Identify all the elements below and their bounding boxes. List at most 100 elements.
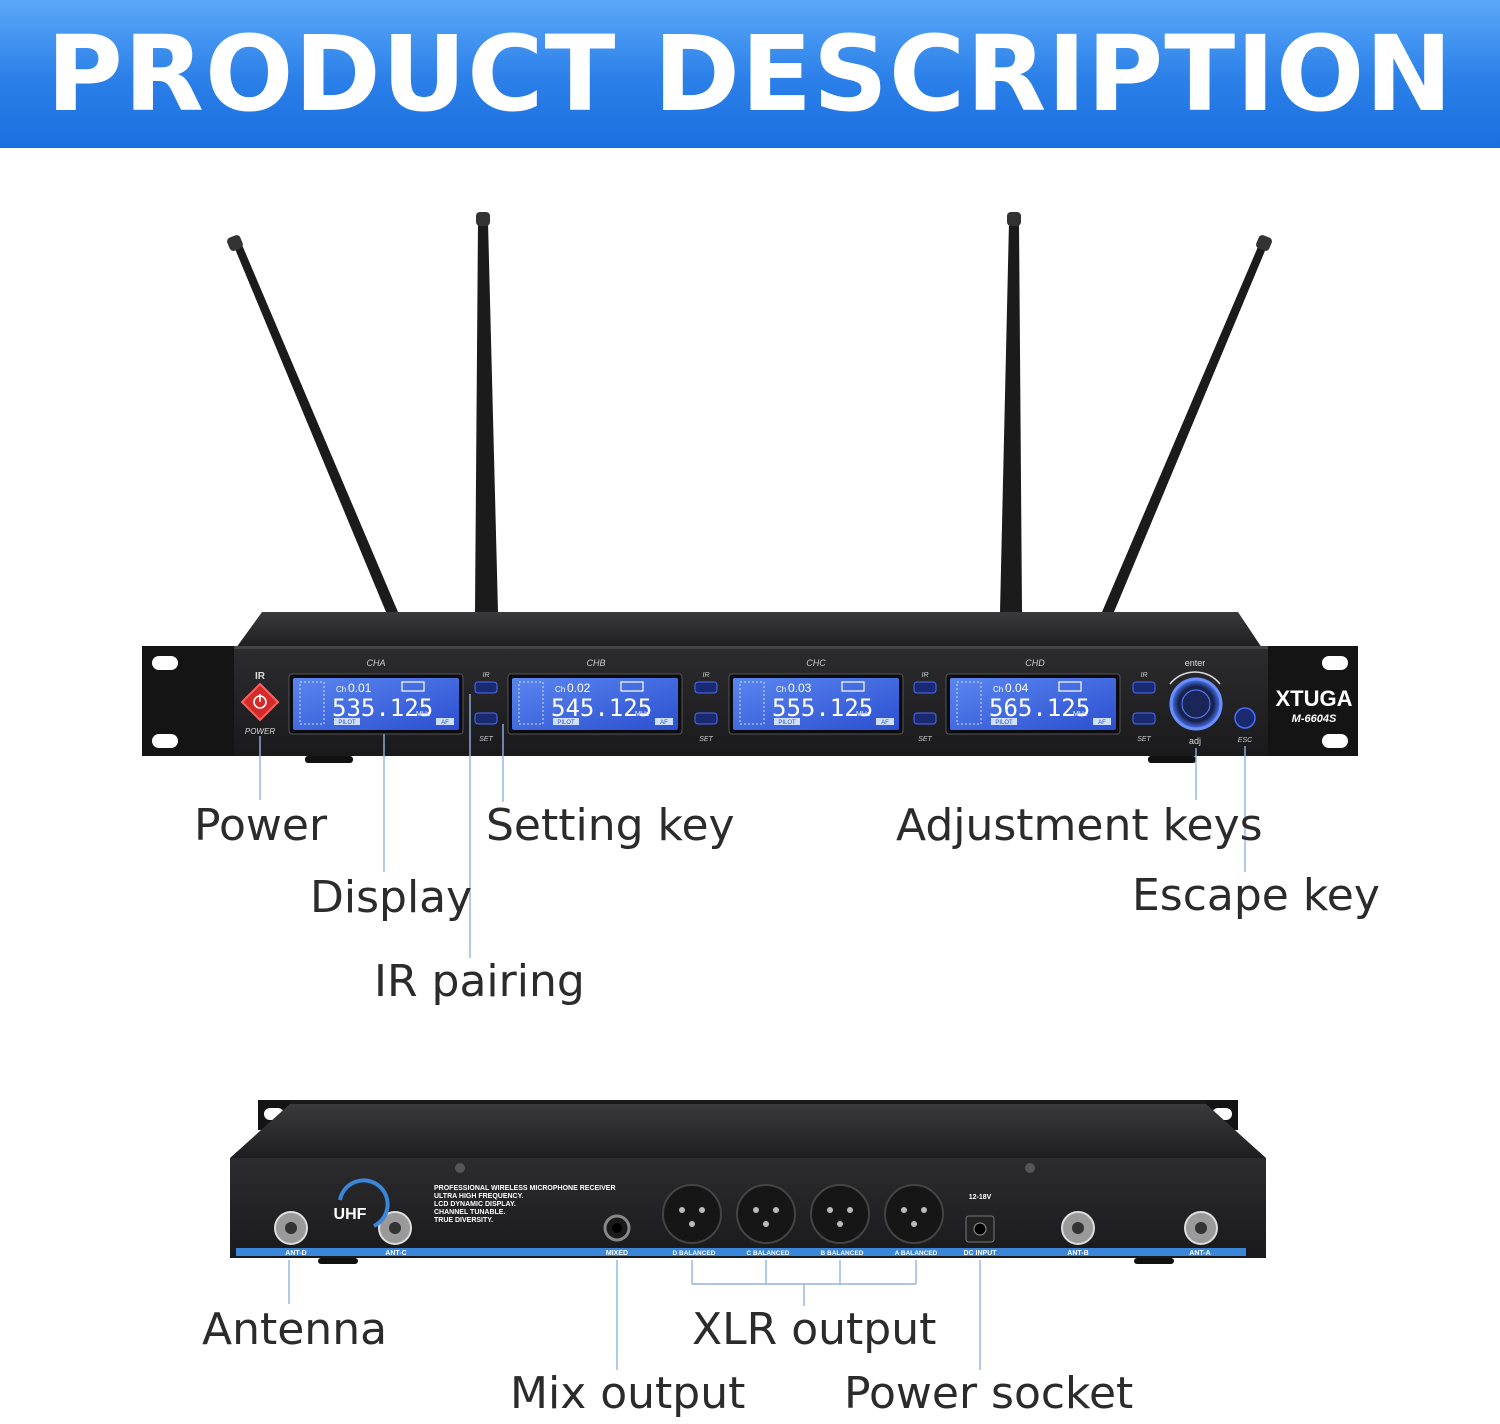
antenna-connector-a[interactable] xyxy=(1184,1211,1218,1245)
info-line: ULTRA HIGH FREQUENCY. xyxy=(434,1193,524,1200)
balanced-c-label: C BALANCED xyxy=(747,1250,790,1257)
rotate-arrow-icon xyxy=(1169,671,1221,685)
xlr-output-c[interactable] xyxy=(736,1184,796,1244)
set-key-label: SET xyxy=(479,736,493,743)
front-receiver: IR POWER CHA Ch 0.01 535.125 MHz PILOT A… xyxy=(142,612,1358,763)
battery-icon xyxy=(1058,681,1082,692)
channel-name: CHA xyxy=(366,658,385,668)
mhz-label: MHz xyxy=(635,711,650,718)
set-button[interactable] xyxy=(694,712,718,725)
mhz-label: MHz xyxy=(856,711,871,718)
callout-mix-output: Mix output xyxy=(510,1368,746,1419)
model-number: M-6604S xyxy=(1292,713,1337,725)
antenna-1 xyxy=(227,235,398,612)
channel-d: CHD Ch 0.04 565.125 MHz PILOT AF xyxy=(945,658,1121,735)
ch-prefix: Ch xyxy=(993,685,1003,694)
af-label: AF xyxy=(660,720,668,726)
xlr-output-a[interactable] xyxy=(884,1184,944,1244)
callout-power-socket: Power socket xyxy=(844,1368,1134,1419)
callout-antenna: Antenna xyxy=(202,1304,388,1355)
key-pair-c: IR SET xyxy=(913,672,937,743)
power-label: POWER xyxy=(245,727,275,736)
ch-prefix: Ch xyxy=(776,685,786,694)
callout-adjustment-keys: Adjustment keys xyxy=(896,800,1263,851)
channel-c: CHC Ch 0.03 555.125 MHz PILOT AF xyxy=(728,658,904,735)
battery-icon xyxy=(401,681,425,692)
enter-label: enter xyxy=(1185,658,1206,668)
antenna-connector-c[interactable] xyxy=(378,1211,412,1245)
channel-name: CHC xyxy=(806,658,826,668)
frequency: 535.125 xyxy=(332,694,433,722)
channel-a: CHA Ch 0.01 535.125 MHz PILOT AF xyxy=(288,658,464,735)
set-button[interactable] xyxy=(474,712,498,725)
set-key-label: SET xyxy=(918,736,932,743)
uhf-text: UHF xyxy=(334,1206,367,1223)
ir-label: IR xyxy=(255,671,266,682)
ir-pairing-button[interactable] xyxy=(694,681,718,694)
pilot-label: PILOT xyxy=(557,720,575,726)
xlr-output-b[interactable] xyxy=(810,1184,870,1244)
esc-label: ESC xyxy=(1238,737,1253,744)
set-button[interactable] xyxy=(913,712,937,725)
callout-display: Display xyxy=(310,872,473,923)
af-label: AF xyxy=(1098,720,1106,726)
ir-pairing-button[interactable] xyxy=(1132,681,1156,694)
key-pair-d: IR SET xyxy=(1132,672,1156,743)
label-strip xyxy=(236,1248,1246,1256)
title-banner: PRODUCT DESCRIPTION xyxy=(0,0,1500,148)
ir-key-label: IR xyxy=(922,672,929,679)
escape-button[interactable] xyxy=(1234,707,1256,729)
dc-power-socket[interactable] xyxy=(965,1215,995,1243)
set-button[interactable] xyxy=(1132,712,1156,725)
af-label: AF xyxy=(441,720,449,726)
info-line: CHANNEL TUNABLE. xyxy=(434,1209,505,1216)
key-pair-b: IR SET xyxy=(694,672,718,743)
channel-name: CHD xyxy=(1025,658,1045,668)
info-block: PROFESSIONAL WIRELESS MICROPHONE RECEIVE… xyxy=(434,1185,616,1224)
channel-name: CHB xyxy=(586,658,605,668)
mix-output-jack[interactable] xyxy=(603,1214,631,1242)
page-title: PRODUCT DESCRIPTION xyxy=(46,13,1454,135)
ant-a-label: ANT-A xyxy=(1189,1250,1210,1257)
key-pair-a: IR SET xyxy=(474,672,498,743)
brand-logo: XTUGA xyxy=(1276,686,1353,711)
callout-setting-key: Setting key xyxy=(486,800,735,851)
voltage-label: 12-18V xyxy=(969,1194,992,1201)
xlr-output-d[interactable] xyxy=(662,1184,722,1244)
rear-receiver: ANT-D ANT-C ANT-B ANT-A UHF PROFESSIONAL… xyxy=(230,1100,1266,1264)
battery-icon xyxy=(841,681,865,692)
antenna-2 xyxy=(475,212,498,612)
frequency: 545.125 xyxy=(551,694,652,722)
rear-leader-lines xyxy=(288,1260,981,1370)
antenna-connector-b[interactable] xyxy=(1061,1211,1095,1245)
callout-xlr-output: XLR output xyxy=(692,1304,937,1355)
pilot-label: PILOT xyxy=(995,720,1013,726)
info-line: PROFESSIONAL WIRELESS MICROPHONE RECEIVE… xyxy=(434,1185,616,1192)
antenna-3 xyxy=(1000,212,1022,612)
ch-prefix: Ch xyxy=(555,685,565,694)
ant-b-label: ANT-B xyxy=(1067,1250,1088,1257)
set-key-label: SET xyxy=(1137,736,1151,743)
channel-number: 0.01 xyxy=(348,681,372,695)
info-line: TRUE DIVERSITY. xyxy=(434,1217,493,1224)
balanced-d-label: D BALANCED xyxy=(673,1250,716,1257)
channel-number: 0.02 xyxy=(567,681,591,695)
set-key-label: SET xyxy=(699,736,713,743)
ant-d-label: ANT-D xyxy=(285,1250,306,1257)
callout-ir-pairing: IR pairing xyxy=(374,956,585,1007)
channel-number: 0.03 xyxy=(788,681,812,695)
ir-pairing-button[interactable] xyxy=(474,681,498,694)
balanced-b-label: B BALANCED xyxy=(821,1250,864,1257)
mhz-label: MHz xyxy=(416,711,431,718)
dc-input-label: DC INPUT xyxy=(963,1250,997,1257)
pilot-label: PILOT xyxy=(338,720,356,726)
pilot-label: PILOT xyxy=(778,720,796,726)
power-button[interactable] xyxy=(240,682,280,722)
ir-pairing-button[interactable] xyxy=(913,681,937,694)
mhz-label: MHz xyxy=(1073,711,1088,718)
ir-key-label: IR xyxy=(703,672,710,679)
mixed-label: MIXED xyxy=(606,1250,628,1257)
ir-key-label: IR xyxy=(1141,672,1148,679)
antenna-connector-d[interactable] xyxy=(274,1211,308,1245)
